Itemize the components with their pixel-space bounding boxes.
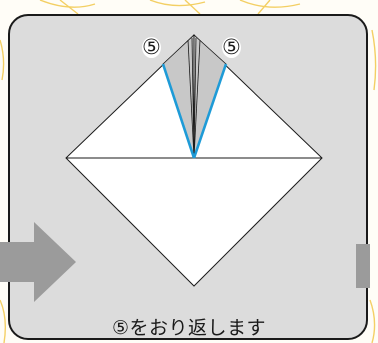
instruction-caption: ⑤をおり返します — [111, 317, 267, 339]
fold-line-left — [161, 63, 196, 159]
layer-edge — [193, 37, 197, 159]
layer-edge — [193, 39, 201, 159]
step-marker-left: ⑤ — [142, 35, 161, 59]
previous-arrow[interactable] — [0, 222, 76, 302]
fold-line-right — [192, 63, 228, 159]
next-arrow[interactable] — [356, 244, 370, 288]
step-marker-right: ⑤ — [222, 35, 241, 59]
paper-square — [65, 34, 323, 287]
layer-edge — [191, 37, 195, 159]
layer-edge — [187, 39, 195, 159]
